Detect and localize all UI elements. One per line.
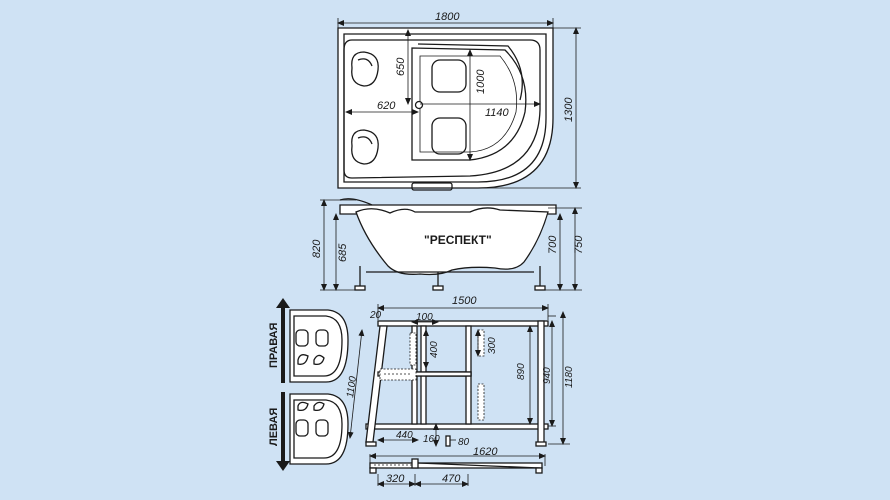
frame-top-rail xyxy=(377,320,549,327)
frame-bottom-rail xyxy=(365,423,549,430)
side-view: "РЕСПЕКТ" 820 685 700 750 xyxy=(311,198,585,291)
dim-160: 160 xyxy=(423,434,440,445)
dim-400: 400 xyxy=(429,341,440,358)
dim-1620: 1620 xyxy=(473,446,498,458)
dim-1100: 1100 xyxy=(345,375,359,398)
dim-940: 940 xyxy=(542,367,553,384)
pad-right-bottom xyxy=(477,383,485,421)
dim-440: 440 xyxy=(396,430,413,441)
dim-300: 300 xyxy=(487,337,498,354)
headrest-top xyxy=(351,51,379,87)
bottom-rail xyxy=(369,462,543,469)
thumbnail-right xyxy=(289,309,349,383)
seat-pad-bottom xyxy=(431,117,467,155)
headrest-bottom xyxy=(351,129,379,165)
dim-620: 620 xyxy=(377,100,396,112)
pad-left xyxy=(379,368,417,381)
model-name: "РЕСПЕКТ" xyxy=(424,233,492,247)
dim-650: 650 xyxy=(395,57,407,76)
dim-1800: 1800 xyxy=(435,11,460,23)
thumbnail-left xyxy=(289,393,349,465)
dim-100: 100 xyxy=(416,312,433,323)
frame-view: 1500 20 100 400 300 890 940 1180 1100 44… xyxy=(345,295,575,448)
control-panel xyxy=(411,182,453,191)
dim-685: 685 xyxy=(337,243,349,262)
dim-890: 890 xyxy=(516,363,527,380)
orientation-legend: ПРАВАЯ ЛЕВАЯ xyxy=(268,298,349,471)
bottom-view: 1620 320 470 xyxy=(369,446,546,487)
dim-470: 470 xyxy=(442,473,461,485)
tub-inner-line xyxy=(419,55,518,153)
tub-inner-basin xyxy=(411,47,527,161)
tub-rim-inner xyxy=(343,33,547,183)
dim-1000: 1000 xyxy=(475,69,487,94)
seat-pad-top xyxy=(431,59,467,93)
label-right-version: ПРАВАЯ xyxy=(268,322,280,368)
arrow-down-icon xyxy=(276,461,290,471)
dim-320: 320 xyxy=(386,473,405,485)
tub-basin xyxy=(343,39,541,179)
top-view: 650 1000 620 1140 1800 1300 xyxy=(337,11,581,191)
arrow-up-icon xyxy=(276,298,290,308)
drain-hole xyxy=(414,100,424,110)
dim-1180: 1180 xyxy=(564,366,575,388)
dim-1500: 1500 xyxy=(452,295,477,307)
dim-750: 750 xyxy=(573,235,585,254)
dim-20: 20 xyxy=(369,310,382,321)
dim-700: 700 xyxy=(547,235,559,254)
label-left-version: ЛЕВАЯ xyxy=(268,408,280,446)
dim-820: 820 xyxy=(311,239,323,258)
tub-seat-curve xyxy=(417,43,523,101)
dim-1140: 1140 xyxy=(485,107,510,119)
dim-80: 80 xyxy=(458,437,470,448)
pad-right-top xyxy=(477,329,485,357)
dim-1300: 1300 xyxy=(563,97,575,122)
tub-body-side xyxy=(355,207,549,276)
tub-outline-top xyxy=(337,27,554,189)
pad-upper-center xyxy=(409,332,417,366)
